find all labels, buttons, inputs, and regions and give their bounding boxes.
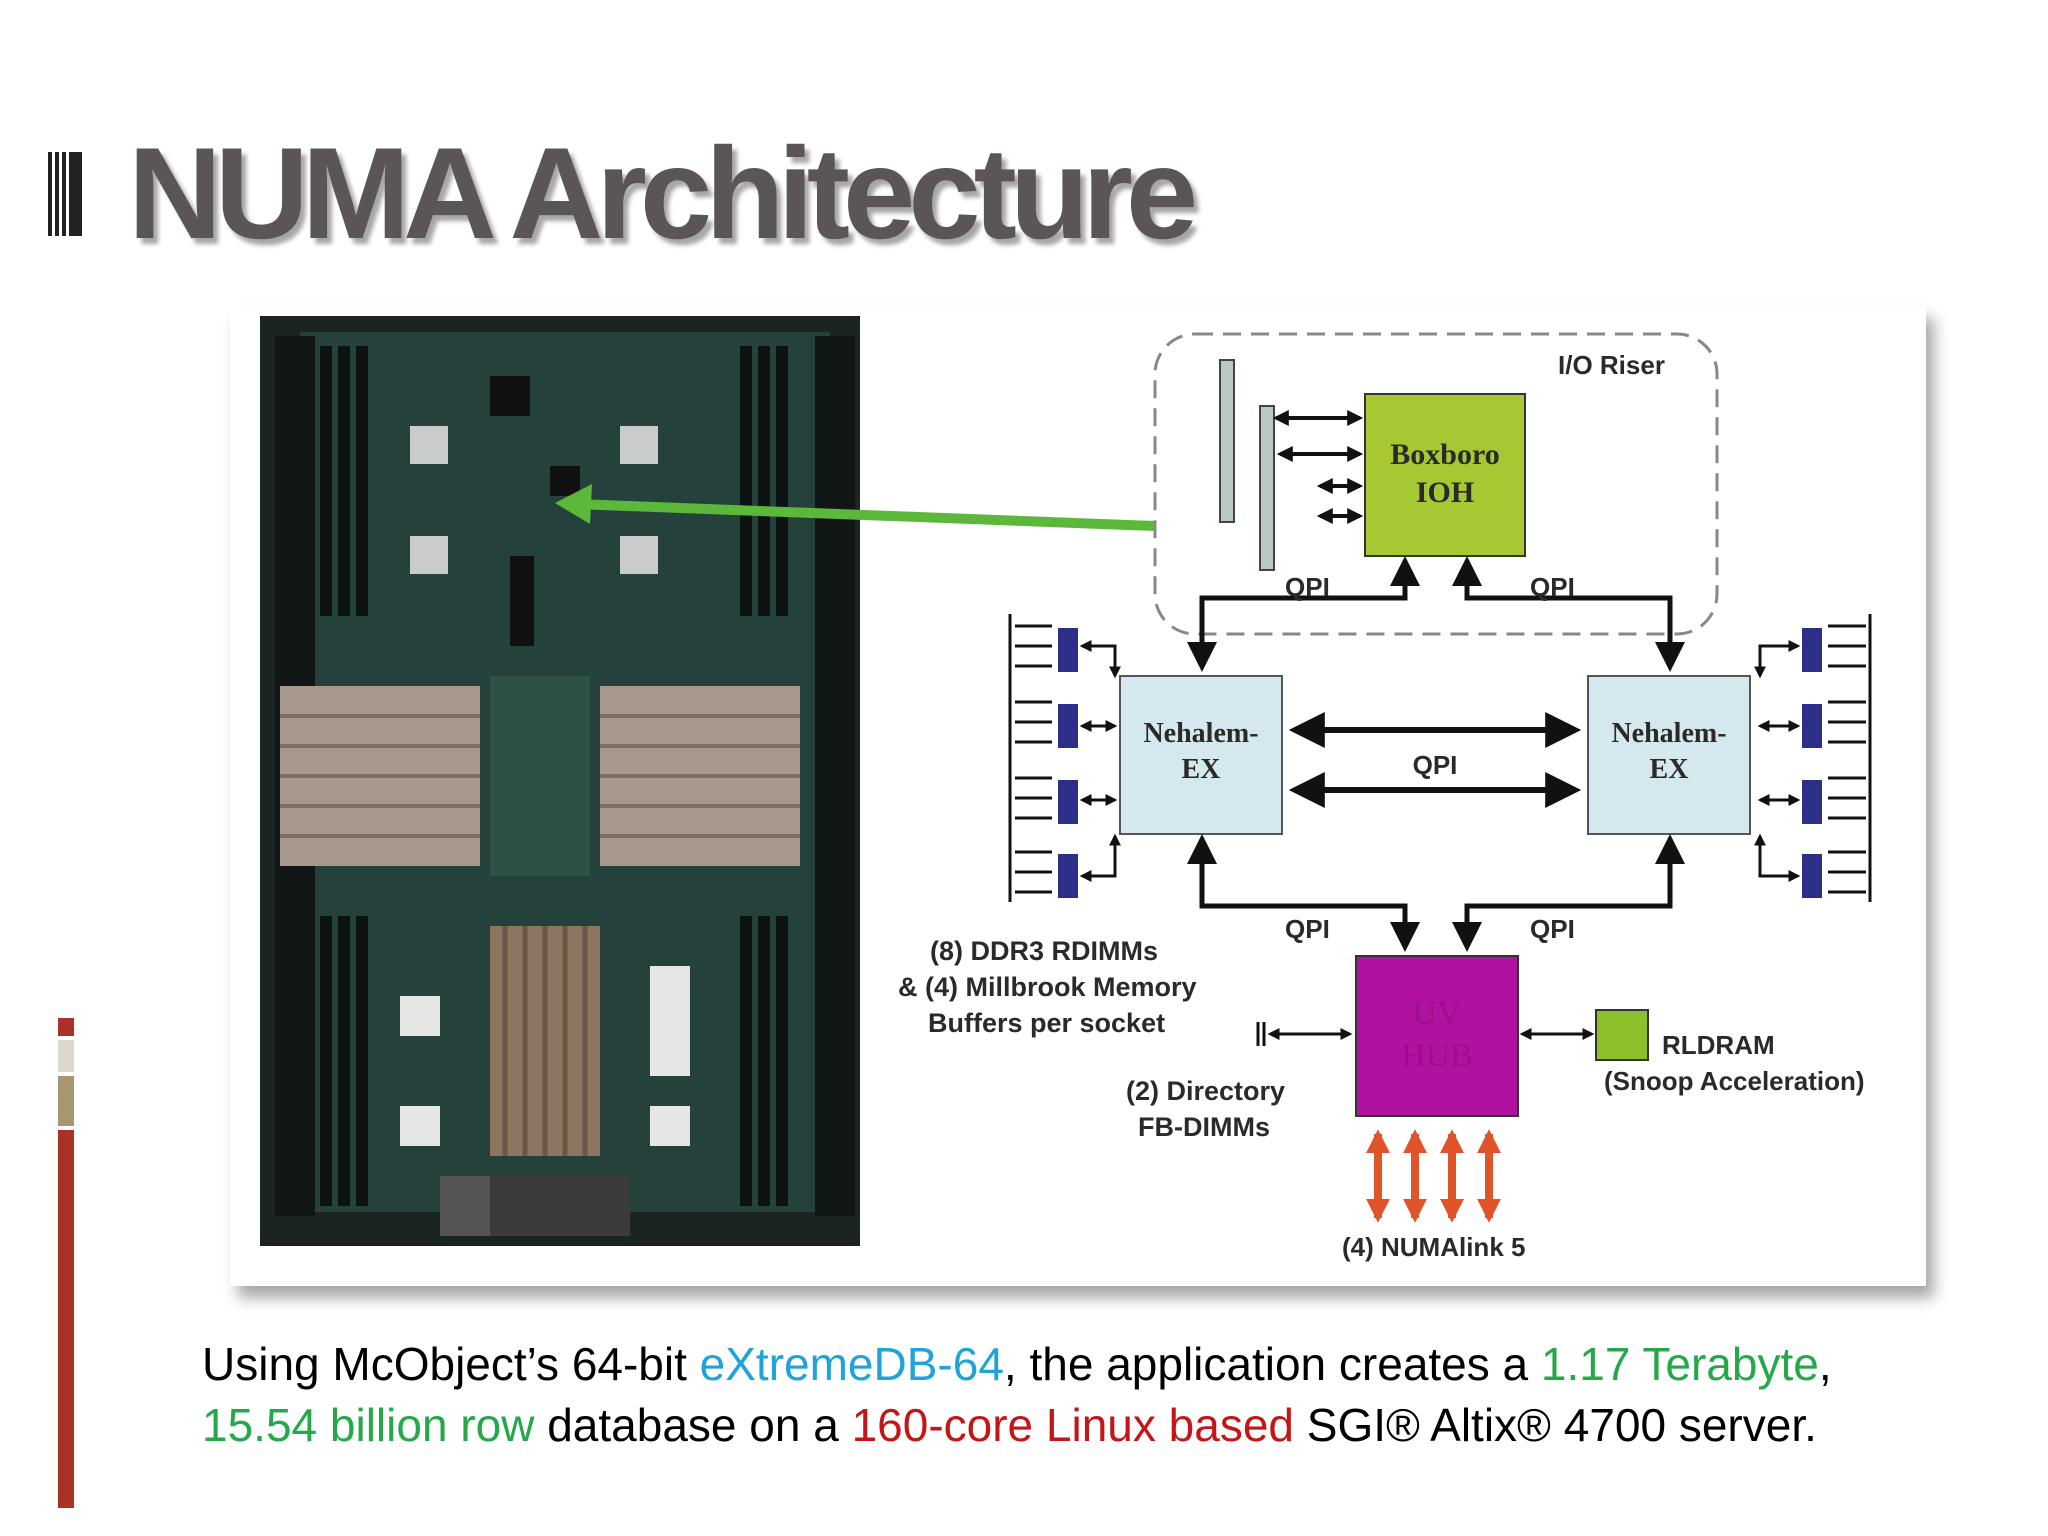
numalink-arrows [1366,1129,1501,1223]
uv-hub-hub-label: HUB [1401,1037,1473,1074]
nehalem-ex-left-block [1119,675,1283,835]
caption-platform: 160-core Linux based [851,1399,1294,1451]
boxboro-label: Boxboro [1390,438,1499,471]
nehalem-ex-right-block [1587,675,1751,835]
ioh-label: IOH [1416,476,1474,509]
memory-note-line3: Buffers per socket [928,1008,1165,1038]
caption-text-2: , the application creates a [1003,1338,1541,1390]
motherboard-image [260,316,860,1246]
pcie-connectors [1219,359,1275,571]
nehalem-right-label: Nehalem- [1611,718,1726,749]
nehalem-left-label: Nehalem- [1143,718,1258,749]
memory-note-line1: (8) DDR3 RDIMMs [930,936,1158,966]
title-bullet-icon [48,152,82,236]
qpi-label-bottom-left: QPI [1285,914,1330,944]
rldram-block [1595,1009,1649,1061]
caption-text-5: SGI® Altix® 4700 server. [1294,1399,1817,1451]
dimm-stack-right [1802,614,1872,902]
architecture-figure: I/O Riser Boxboro IOH QPI QPI Nehalem- E… [230,306,1926,1286]
directory-note-line2: FB-DIMMs [1138,1112,1270,1142]
caption-product: eXtremeDB-64 [699,1338,1004,1390]
io-riser-region [1153,332,1719,636]
caption-rows: 15.54 billion row [202,1399,535,1451]
caption-size: 1.17 Terabyte [1540,1338,1819,1390]
caption-text-4: database on a [534,1399,852,1451]
caption-text-3: , [1818,1338,1832,1390]
accent-bar-tan [58,1076,74,1126]
nehalem-right-ex-label: EX [1650,754,1689,785]
io-riser-label: I/O Riser [1558,350,1665,380]
qpi-label-top-left: QPI [1285,572,1330,602]
boxboro-ioh-block [1364,393,1526,557]
nehalem-left-ex-label: EX [1182,754,1221,785]
numa-block-diagram: I/O Riser Boxboro IOH QPI QPI Nehalem- E… [555,332,1872,1262]
pointer-arrow-icon [555,484,1156,531]
dimm-stack-left [1008,614,1078,902]
accent-bar-bottom [58,1130,74,1508]
page-title: NUMA Architecture [128,120,1198,266]
accent-bar-light [58,1040,74,1072]
uv-hub-label: UV [1412,995,1462,1032]
qpi-label-bottom-right: QPI [1530,914,1575,944]
memory-note-line2: & (4) Millbrook Memory [898,972,1197,1002]
qpi-label-top-right: QPI [1530,572,1575,602]
accent-bar-top [58,1018,74,1036]
rldram-note: (Snoop Acceleration) [1604,1066,1865,1096]
caption-paragraph: Using McObject’s 64-bit eXtremeDB-64, th… [202,1334,1902,1456]
caption-text-1: Using McObject’s 64-bit [202,1338,700,1390]
rldram-label: RLDRAM [1662,1030,1775,1060]
directory-note-line1: (2) Directory [1126,1076,1285,1106]
numalink-label: (4) NUMAlink 5 [1342,1232,1525,1262]
uv-hub-block [1355,955,1519,1117]
qpi-label-middle: QPI [1413,750,1458,780]
